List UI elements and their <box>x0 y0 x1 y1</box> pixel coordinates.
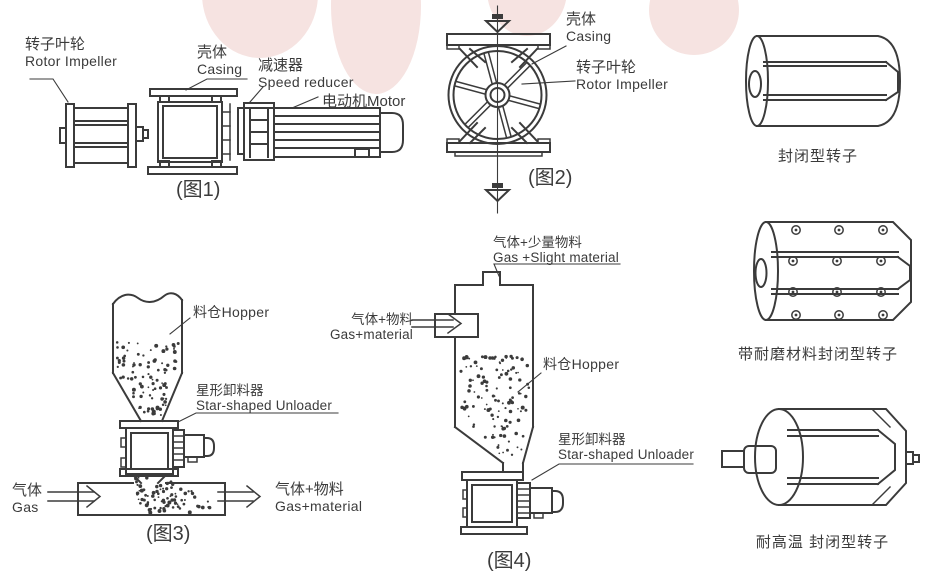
fig4-inlet-zh: 气体+物料 <box>351 312 413 327</box>
fig4-leader-lines <box>493 263 694 481</box>
rotor-closed <box>745 35 902 127</box>
fig4-outlet-en: Gas +Slight material <box>493 249 619 265</box>
fig2-casing-zh: 壳体 <box>566 11 597 28</box>
fig2-drawing <box>446 5 576 214</box>
rotor-high-temperature-caption: 耐高温 封闭型转子 <box>755 534 890 551</box>
fig3-unloader <box>119 420 215 485</box>
fig1-reducer-zh: 减速器 <box>258 57 304 74</box>
fig2-casing <box>446 33 551 157</box>
flow-arrow-gas-out-icon <box>217 484 262 509</box>
fig1-motor-label: 电动机Motor <box>322 93 406 111</box>
rotor-wear-resistant-caption: 带耐磨材料封闭型转子 <box>737 346 898 363</box>
watermark <box>202 0 739 94</box>
fig1-rotor-en: Rotor Impeller <box>25 52 118 69</box>
fig4-inlet-en: Gas+material <box>329 326 413 342</box>
fig3-hopper-label: 料仓Hopper <box>193 304 270 320</box>
fig1-leader-lines <box>29 78 319 109</box>
fig3-gas-label: 气体 Gas <box>12 482 43 515</box>
fig3-leader-lines <box>169 317 339 423</box>
fig1-casing <box>147 88 238 175</box>
fig1-rotor-impeller <box>59 103 149 168</box>
fig2-rotor-zh: 转子叶轮 <box>576 59 637 76</box>
fig4-caption: (图4) <box>487 550 532 572</box>
fig3-gas-material-label: 气体+物料 Gas+material <box>275 481 363 514</box>
fig3-hopper <box>111 292 184 423</box>
fig4-hopper-text: 料仓Hopper <box>543 356 620 372</box>
flow-arrow-bottom-icon <box>483 183 512 203</box>
fig1-casing-en: Casing <box>197 60 243 77</box>
flow-arrow-inlet-icon <box>411 312 463 335</box>
fig4-unloader-en: Star-shaped Unloader <box>558 446 695 462</box>
fig3-gas-material-zh: 气体+物料 <box>275 481 344 498</box>
fig1-reducer-en: Speed reducer <box>258 73 354 90</box>
fig3-gas-material-en: Gas+material <box>275 497 363 514</box>
fig3-pipe <box>77 476 226 516</box>
fig1-drawing <box>29 78 404 175</box>
fig3-unloader-en: Star-shaped Unloader <box>196 397 333 413</box>
fig4-inlet-label: 气体+物料 Gas+material <box>312 312 413 343</box>
rotor-closed-caption: 封闭型转子 <box>777 148 858 165</box>
fig4-unloader <box>460 471 564 535</box>
rotor-high-temperature <box>721 407 920 507</box>
fig2-rotor-impeller <box>454 51 541 139</box>
fig1-casing-zh: 壳体 <box>197 44 228 61</box>
fig1-motor-text: 电动机Motor <box>322 93 406 110</box>
flow-arrow-top-icon <box>483 14 512 34</box>
fig3-unloader-label: 星形卸料器 Star-shaped Unloader <box>196 383 333 414</box>
fig4-outlet-zh: 气体+少量物料 <box>493 235 582 250</box>
fig4-hopper-label: 料仓Hopper <box>543 356 620 372</box>
fig2-rotor-impeller-label: 转子叶轮 Rotor Impeller <box>576 59 669 92</box>
fig2-rotor-en: Rotor Impeller <box>576 75 669 92</box>
fig1-casing-label: 壳体 Casing <box>197 44 243 77</box>
fig3-hopper-text: 料仓Hopper <box>193 304 270 320</box>
fig1-reducer-motor <box>237 102 404 161</box>
fig4-unloader-label: 星形卸料器 Star-shaped Unloader <box>558 432 695 463</box>
fig3-gas-en: Gas <box>12 498 39 515</box>
fig4-outlet-label: 气体+少量物料 Gas +Slight material <box>493 235 619 266</box>
fig3-unloader-zh: 星形卸料器 <box>196 383 264 398</box>
fig3-drawing <box>47 292 339 516</box>
fig3-caption: (图3) <box>146 523 191 545</box>
fig2-leader-lines <box>521 45 576 85</box>
fig4-vessel <box>434 271 535 473</box>
fig1-caption: (图1) <box>176 179 221 201</box>
fig2-casing-en: Casing <box>566 27 612 44</box>
fig4-unloader-zh: 星形卸料器 <box>558 432 626 447</box>
flow-arrow-gas-in-icon <box>47 484 102 509</box>
fig2-casing-label: 壳体 Casing <box>566 11 612 44</box>
fig1-reducer-label: 减速器 Speed reducer <box>258 57 354 90</box>
fig1-rotor-zh: 转子叶轮 <box>25 36 86 53</box>
fig3-gas-zh: 气体 <box>12 482 43 499</box>
fig1-rotor-impeller-label: 转子叶轮 Rotor Impeller <box>25 36 118 69</box>
rotor-wear-resistant <box>753 221 912 321</box>
fig4-drawing <box>411 263 694 535</box>
fig2-caption: (图2) <box>528 167 573 189</box>
